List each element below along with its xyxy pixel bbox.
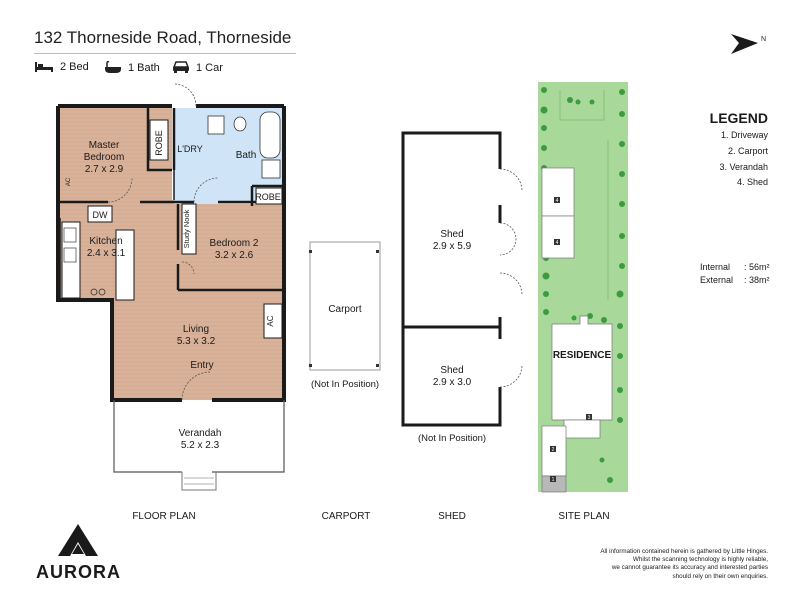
property-address: 132 Thorneside Road, Thorneside [34, 28, 292, 47]
robe-label: ROBE [255, 192, 281, 202]
shed-plan: Shed 2.9 x 5.9 Shed 2.9 x 3.0 (Not In Po… [401, 131, 523, 444]
legend-item: 1. Driveway [720, 130, 768, 140]
section-label-site-plan: SITE PLAN [558, 511, 610, 522]
external-area-value: : 38m² [744, 275, 770, 285]
disclaimer-line: All information contained herein is gath… [600, 548, 768, 555]
site-marker-verandah: 3 [588, 415, 591, 421]
master-bedroom-name-1: Master [89, 140, 120, 151]
site-marker-carport: 2 [552, 447, 555, 453]
verandah-name: Verandah [179, 428, 222, 439]
section-label-shed: SHED [438, 511, 466, 522]
entry-label: Entry [190, 360, 213, 371]
shed2-dims: 2.9 x 3.0 [433, 377, 472, 388]
bed-icon [35, 62, 53, 72]
site-residence [551, 315, 613, 421]
ac-label: AC [266, 315, 275, 326]
floor-plan: Master Bedroom 2.7 x 2.9 ROBE L'DRY Bath… [56, 83, 286, 491]
internal-area-value: : 56m² [744, 262, 770, 272]
living-floor [112, 296, 282, 400]
internal-area-label: Internal [700, 262, 731, 272]
laundry-label: L'DRY [177, 144, 203, 154]
cars-count: 1 Car [196, 61, 223, 74]
beds-count: 2 Bed [60, 61, 89, 73]
beds-feature: 2 Bed [34, 61, 89, 73]
carport-note: (Not In Position) [311, 379, 379, 390]
living-dims: 5.3 x 3.2 [177, 336, 216, 347]
site-verandah [563, 419, 601, 439]
north-compass-icon: N [731, 34, 766, 54]
verandah-dims: 5.2 x 2.3 [181, 440, 220, 451]
shed2-name: Shed [440, 365, 463, 376]
cars-feature: 1 Car [172, 61, 223, 74]
site-marker-shed: 4 [556, 240, 559, 246]
title-divider [34, 53, 296, 54]
site-shed-1 [541, 167, 575, 217]
disclaimer-line: Whilst the scanning technology is highly… [632, 556, 768, 564]
carport-plan: Carport (Not In Position) [309, 241, 381, 390]
carport-name: Carport [328, 304, 362, 315]
kitchen-dims: 2.4 x 3.1 [87, 248, 126, 259]
north-label: N [761, 36, 766, 43]
site-marker-shed: 4 [556, 198, 559, 204]
shed1-dims: 2.9 x 5.9 [433, 241, 472, 252]
section-label-carport: CARPORT [321, 511, 371, 522]
site-plan: RESIDENCE 4 4 3 2 1 [538, 82, 628, 493]
disclaimer-line: should rely on their own enquiries. [672, 572, 768, 580]
residence-label: RESIDENCE [553, 350, 612, 361]
site-marker-driveway: 1 [552, 477, 555, 483]
shed-note: (Not In Position) [418, 433, 486, 444]
legend-item: 3. Verandah [719, 162, 768, 172]
bedroom2-dims: 3.2 x 2.6 [215, 250, 254, 261]
bath-icon [105, 61, 121, 73]
legend-item: 4. Shed [736, 177, 768, 187]
bath-label: Bath [236, 150, 257, 161]
site-shed-2 [541, 215, 575, 259]
legend-title: LEGEND [709, 110, 768, 126]
master-bedroom-name-2: Bedroom [84, 152, 125, 163]
external-area-label: External [700, 275, 734, 285]
disclaimer: All information contained herein is gath… [540, 548, 768, 581]
brand-name: AURORA [36, 562, 121, 582]
study-nook-label: Study Nook [182, 209, 191, 248]
section-label-floor-plan: FLOOR PLAN [132, 511, 196, 522]
car-icon [172, 61, 190, 73]
master-bedroom-dims: 2.7 x 2.9 [85, 164, 124, 175]
dishwasher-label: DW [93, 210, 108, 220]
aurora-logo-icon [58, 524, 98, 556]
shed1-name: Shed [440, 229, 463, 240]
disclaimer-line: we cannot guarantee its accuracy and int… [611, 564, 768, 572]
bedroom2-name: Bedroom 2 [210, 238, 259, 249]
robe-label: ROBE [154, 130, 164, 156]
baths-feature: 1 Bath [104, 61, 160, 74]
baths-count: 1 Bath [128, 61, 160, 74]
living-name: Living [183, 324, 209, 335]
legend-item: 2. Carport [727, 146, 768, 156]
ac-label: AC [66, 177, 72, 186]
kitchen-name: Kitchen [89, 236, 122, 247]
